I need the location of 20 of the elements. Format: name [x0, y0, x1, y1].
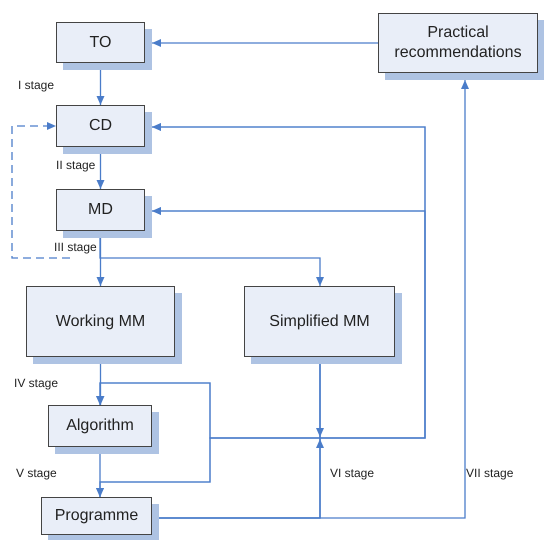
arrow [152, 207, 426, 439]
box-label: Working MM [56, 312, 146, 332]
edge-label: II stage [56, 158, 96, 172]
box-label: Programme [54, 506, 138, 526]
edge-label: VI stage [330, 466, 374, 480]
edge-label: V stage [16, 466, 57, 480]
dashed-arrow [11, 122, 70, 259]
arrow [96, 364, 321, 497]
box-label: Simplified MM [269, 312, 370, 332]
edge-label: I stage [18, 78, 54, 92]
arrow [96, 238, 104, 286]
edge-label: III stage [54, 240, 97, 254]
edge-label: IV stage [14, 376, 58, 390]
edge-label: VII stage [466, 466, 514, 480]
box-label: MD [88, 200, 113, 220]
arrow [96, 154, 104, 189]
box-label: Practical recommendations [393, 23, 523, 63]
box-label: Algorithm [66, 416, 134, 436]
box-label: TO [90, 32, 112, 52]
box-label: CD [88, 116, 112, 136]
